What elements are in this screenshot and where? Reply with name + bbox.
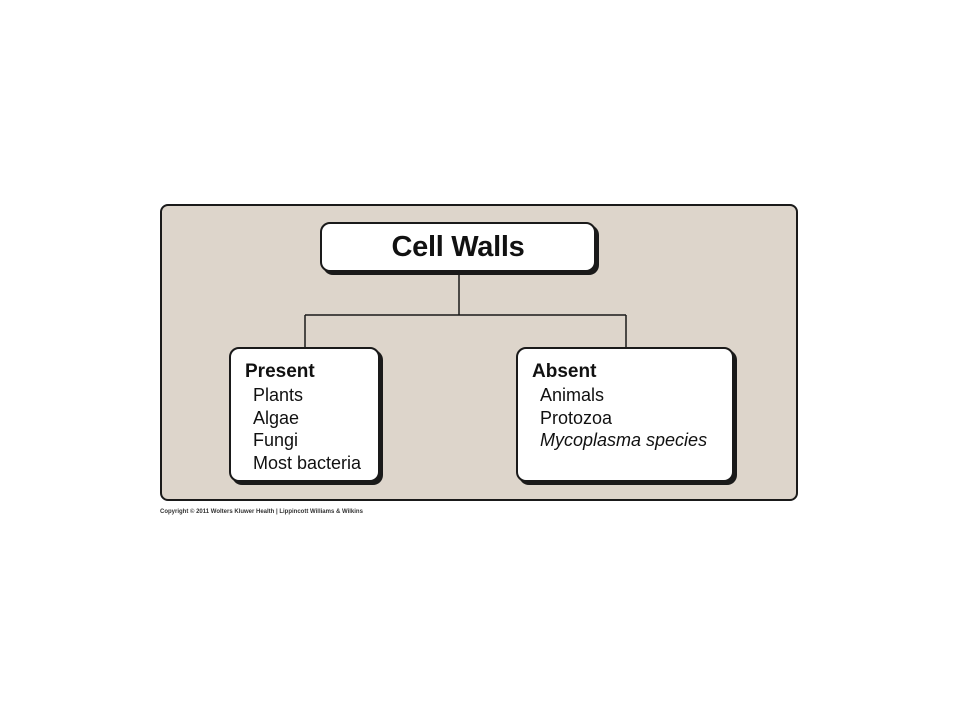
- copyright-notice: Copyright © 2011 Wolters Kluwer Health |…: [160, 509, 363, 515]
- present-heading: Present: [245, 361, 315, 382]
- list-item-protozoa: Protozoa: [540, 407, 613, 428]
- title-box: Cell Walls: [320, 222, 596, 272]
- diagram-title: Cell Walls: [391, 230, 525, 263]
- list-item-plants: Plants: [253, 385, 304, 405]
- list-item-mycoplasma: Mycoplasma species: [540, 430, 708, 450]
- list-item-fungi: Fungi: [253, 430, 299, 450]
- absent-box: Absent Animals Protozoa Mycoplasma speci…: [516, 347, 734, 482]
- absent-heading: Absent: [532, 361, 597, 382]
- present-box: Present Plants Algae Fungi Most bacteria: [229, 347, 380, 482]
- list-item-algae: Algae: [253, 407, 300, 428]
- list-item-most-bacteria: Most bacteria: [253, 452, 362, 473]
- absent-list: Animals Protozoa Mycoplasma species: [540, 384, 707, 452]
- list-item-animals: Animals: [540, 385, 605, 405]
- present-list: Plants Algae Fungi Most bacteria: [253, 384, 361, 474]
